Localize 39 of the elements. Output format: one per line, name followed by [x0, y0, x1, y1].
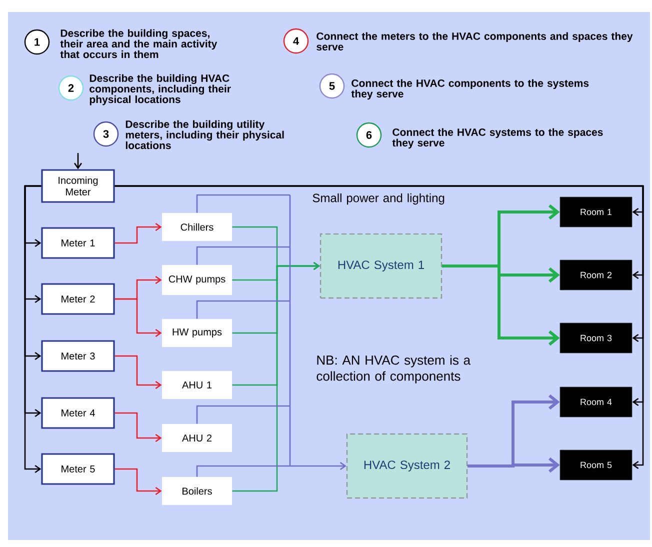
arrow [114, 468, 162, 496]
room-box: Room 3 [560, 322, 632, 354]
meter-box: Meter 3 [41, 340, 115, 372]
component-box: HW pumps [162, 319, 232, 347]
component-box: AHU 1 [162, 371, 232, 399]
meter-box: Meter 5 [41, 453, 115, 485]
step-description: Describe the building utility meters, including their physical locations [126, 120, 284, 150]
arrow [114, 298, 162, 338]
meter-box: Meter 4 [41, 397, 115, 429]
room-box: Room 1 [560, 196, 632, 228]
arrow [232, 262, 320, 492]
component-box: CHW pumps [162, 265, 232, 295]
step-description: Describe the building spaces, their area and the main activity that occurs in them [60, 29, 218, 58]
room-box: Room 4 [560, 386, 632, 418]
arrow [24, 185, 42, 474]
meter-box: Meter 2 [41, 283, 115, 315]
step-description: Connect the HVAC components to the systems they serve [351, 79, 589, 100]
system-box: HVAC System 1 [320, 233, 442, 299]
arrow [196, 194, 346, 478]
meter-box: Meter 1 [41, 227, 115, 259]
step-description: Describe the building HVAC components, including their physical locations [90, 74, 231, 106]
arrow [114, 222, 162, 244]
arrow [74, 153, 82, 170]
arrow [442, 264, 560, 346]
room-box: Room 5 [560, 450, 632, 480]
arrow [114, 412, 162, 442]
room-box: Room 2 [560, 260, 632, 290]
step-description: Connect the meters to the HVAC components and spaces they serve [316, 32, 633, 51]
component-box: AHU 2 [162, 424, 232, 452]
note-text: Small power and lighting [312, 193, 444, 205]
arrow [114, 185, 644, 470]
system-box: HVAC System 2 [346, 433, 468, 499]
component-box: Boilers [162, 477, 232, 505]
meter-box: Incoming Meter [41, 169, 115, 203]
note-text: NB: AN HVAC system is a collection of components [316, 355, 471, 384]
arrow [114, 355, 162, 390]
arrow [468, 457, 560, 473]
component-box: Chillers [162, 213, 232, 241]
step-description: Connect the HVAC systems to the spaces they serve [392, 128, 603, 149]
